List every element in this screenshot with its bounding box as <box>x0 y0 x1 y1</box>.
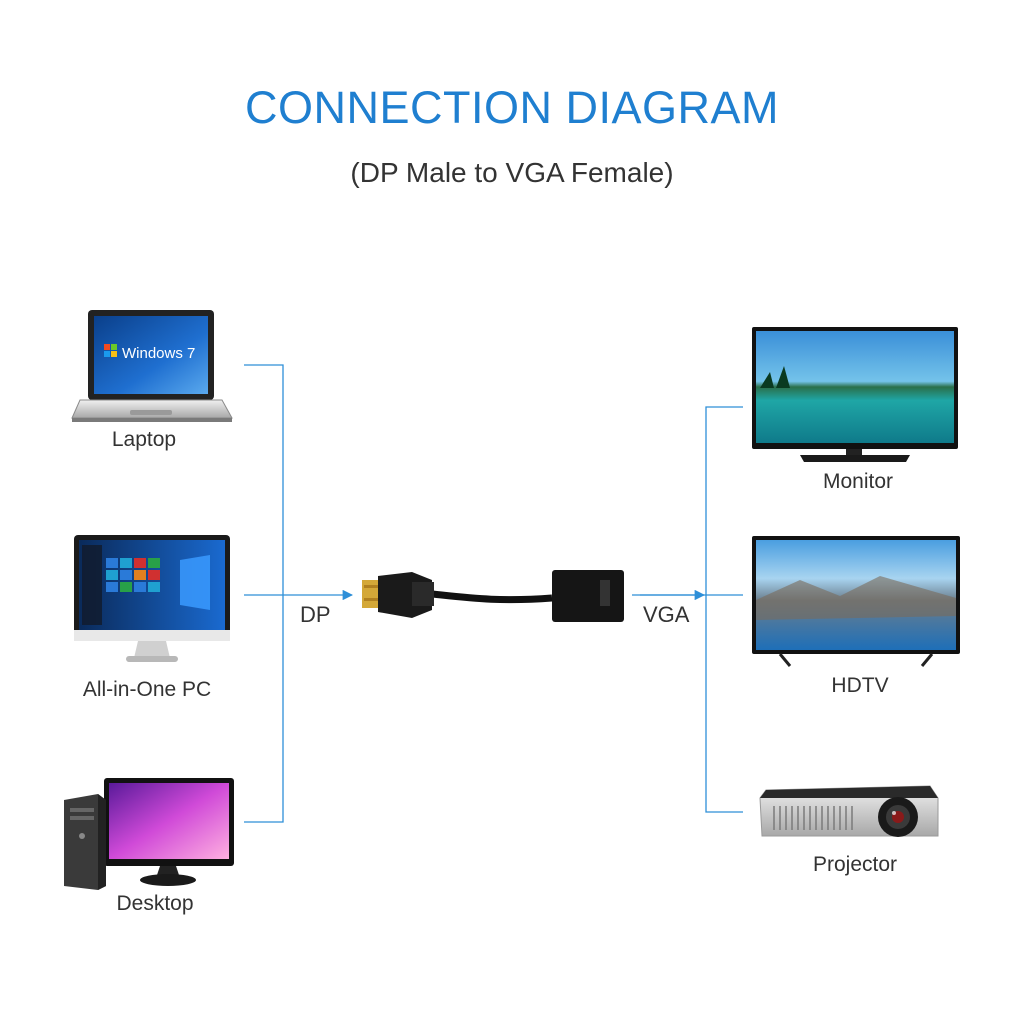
dp-connector-plug <box>362 580 380 608</box>
projector-icon <box>759 785 939 837</box>
diagram-subtitle: (DP Male to VGA Female) <box>350 157 674 188</box>
laptop-label: Laptop <box>111 428 177 451</box>
all-in-one-pc-icon <box>74 535 230 662</box>
desktop-icon <box>64 778 234 890</box>
monitor-icon <box>752 327 958 462</box>
dp-port-label: DP <box>300 602 331 627</box>
laptop-screen-text: Windows 7 <box>122 345 195 362</box>
desktop-label: Desktop <box>116 892 194 915</box>
all-in-one-pc-label: All-in-One PC <box>82 678 212 701</box>
right-connector-lines <box>632 406 743 813</box>
laptop-icon: Windows 7 <box>71 310 233 422</box>
dp-to-vga-adapter <box>362 570 624 622</box>
left-connector-lines <box>244 364 354 823</box>
vga-port-label: VGA <box>643 602 690 627</box>
hdtv-icon <box>752 536 960 667</box>
hdtv-label: HDTV <box>831 674 889 697</box>
projector-label: Projector <box>812 853 898 876</box>
monitor-label: Monitor <box>822 470 894 493</box>
diagram-title: CONNECTION DIAGRAM <box>244 82 779 133</box>
vga-connector-box <box>552 570 624 622</box>
